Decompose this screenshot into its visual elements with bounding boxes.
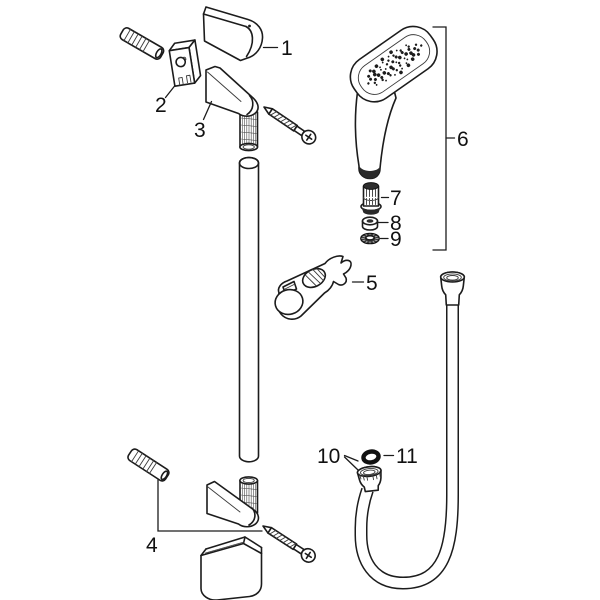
wedge-edge: [207, 486, 241, 513]
cap-dot: [248, 24, 251, 28]
washer-hole: [366, 219, 374, 223]
filter-slots: [363, 188, 379, 205]
hose-nut-bottom-ribs: [358, 471, 381, 481]
part-7-filter-insert: 7: [360, 182, 402, 215]
post-top-hole: [242, 477, 255, 484]
part-8-washer: 8: [361, 212, 402, 235]
plate-keyhole: [175, 56, 187, 68]
holder-socket-hatch: [305, 268, 326, 286]
wall-anchor-top: [119, 27, 165, 60]
wedge-body: [206, 480, 260, 528]
anchor-hole: [160, 470, 169, 481]
cap-round-end: [245, 25, 254, 58]
seal-hole: [364, 234, 375, 241]
filter-flange-under: [361, 207, 381, 215]
wedge-body: [205, 65, 259, 117]
hose-tube-outline: [354, 303, 459, 590]
part-9-sealing-washer: 9: [360, 228, 402, 251]
part-11-label: 11: [396, 445, 418, 468]
hose-nut-bottom-thread2: [363, 469, 376, 476]
part-3-label: 3: [194, 119, 206, 142]
part-10-label: 10: [317, 445, 340, 468]
screw-phillips: [305, 133, 313, 141]
part-1-cover-cap: 1: [202, 6, 293, 62]
holder-clamp-line: [283, 283, 296, 290]
anchor-ribs: [123, 28, 150, 53]
cap-body: [202, 6, 264, 62]
part-3-leader: [202, 100, 213, 121]
wall-anchor-bottom: [127, 448, 170, 482]
wedge-edge: [207, 71, 242, 102]
screw-top: [263, 106, 317, 145]
hose-nut-top-thread2: [446, 275, 459, 281]
post-bottom-hole: [242, 144, 255, 150]
spray-nozzles: [367, 43, 423, 86]
seal-texture: [361, 233, 379, 244]
anchor-ribs: [131, 450, 158, 474]
part-11-o-ring: 11: [361, 445, 418, 468]
part-7-label: 7: [390, 187, 402, 210]
part-2-leader: [164, 84, 176, 99]
part-9-label: 9: [390, 228, 402, 251]
part-1-label: 1: [281, 37, 293, 60]
screw-threads: [270, 111, 297, 129]
part-10-leader-a: [343, 454, 359, 462]
o-ring: [361, 449, 381, 465]
sleeve-inner-rim: [205, 541, 245, 554]
part-3-bar-bracket-top: 3: [194, 65, 259, 152]
part-5-label: 5: [366, 272, 378, 295]
post-knurl: [240, 484, 257, 511]
wall-bar: [238, 156, 260, 463]
hose-nut-top-thread1: [443, 273, 462, 282]
wedge-round-cap: [246, 94, 254, 116]
plate-feet: [178, 74, 192, 86]
part-10-hose: 10: [317, 271, 466, 590]
anchor-body: [119, 27, 165, 60]
part-5-shower-holder: 5: [274, 255, 378, 320]
hose-nut-bottom-thread1: [360, 467, 379, 476]
part-4-leader: [157, 479, 263, 532]
bar-tube: [238, 156, 260, 463]
spray-face: [357, 34, 431, 95]
handle-bottom-cap: [359, 166, 381, 179]
filter-top: [363, 182, 379, 190]
part-2-label: 2: [155, 94, 167, 117]
part-6-label: 6: [457, 128, 469, 151]
sleeve-front: [200, 542, 263, 600]
shower-handle: [354, 85, 397, 180]
screw-bottom: [262, 525, 316, 563]
holder-cylinder-face: [274, 288, 304, 316]
hose-tube-fill: [356, 303, 458, 589]
part-4-label: 4: [146, 534, 158, 557]
cap-edge: [202, 13, 247, 28]
screw-threads: [269, 530, 297, 548]
anchor-hole: [154, 48, 163, 59]
wedge-round-cap: [248, 507, 256, 526]
part-6-hand-shower: 6: [349, 25, 469, 251]
part-8-label: 8: [390, 212, 402, 235]
part-2-wall-plate: 2: [155, 39, 202, 117]
part-4-bar-bracket-bottom: 4: [146, 476, 263, 557]
anchor-body: [127, 448, 170, 482]
post-knurl: [240, 114, 257, 146]
plate-keyhole-hook: [182, 56, 187, 61]
screw-phillips: [304, 551, 313, 560]
bar-top-rim: [238, 156, 260, 170]
part-10-leader-b: [343, 456, 359, 471]
cover-sleeve-bottom: [200, 536, 263, 600]
